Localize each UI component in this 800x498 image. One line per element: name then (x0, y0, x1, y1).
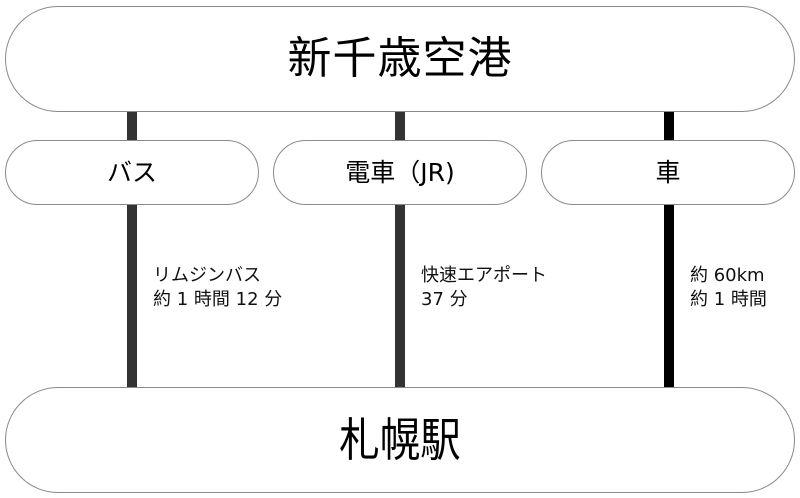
route-description-train: 快速エアポート 37 分 (421, 264, 547, 312)
train-connector-upper (395, 110, 405, 142)
mode-node-bus: バス (5, 140, 259, 205)
mode-label-bus: バス (106, 158, 157, 187)
route-duration-car: 約 1 時間 (690, 289, 767, 310)
bus-connector-upper (127, 110, 137, 142)
destination-label: 札幌駅 (339, 413, 461, 467)
car-route-line (664, 203, 674, 389)
bus-route-line (127, 203, 137, 389)
origin-node-new-chitose-airport: 新千歳空港 (5, 6, 795, 112)
mode-node-train: 電車（JR) (273, 140, 527, 205)
mode-label-car: 車 (655, 158, 681, 187)
mode-node-car: 車 (541, 140, 795, 205)
route-service-bus: リムジンバス (153, 265, 261, 286)
route-description-car: 約 60km 約 1 時間 (690, 264, 767, 312)
destination-node-sapporo-station: 札幌駅 (5, 387, 795, 493)
route-distance-car: 約 60km (690, 265, 765, 286)
mode-label-train: 電車（JR) (345, 158, 455, 187)
origin-label: 新千歳空港 (287, 33, 513, 84)
route-description-bus: リムジンバス 約 1 時間 12 分 (153, 264, 282, 312)
route-service-train: 快速エアポート (421, 265, 547, 286)
car-connector-upper (664, 110, 674, 142)
route-duration-bus: 約 1 時間 12 分 (153, 289, 283, 310)
route-duration-train: 37 分 (421, 289, 468, 310)
train-route-line (395, 203, 405, 389)
